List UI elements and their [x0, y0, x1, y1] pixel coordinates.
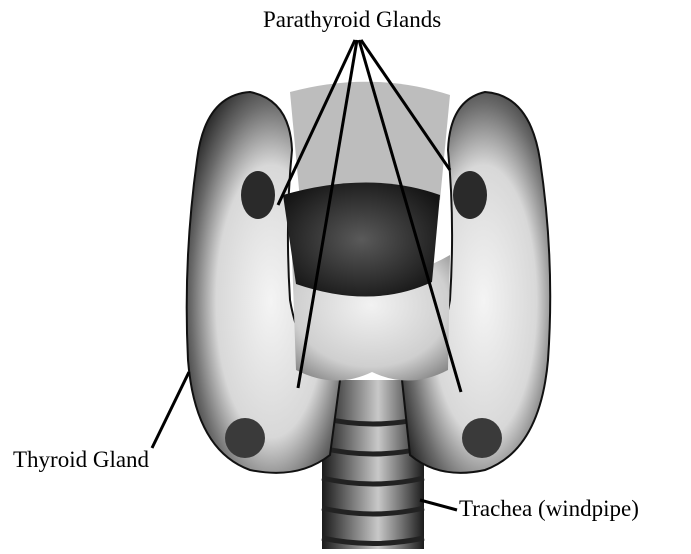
parathyroid-glands-label: Parathyroid Glands	[263, 8, 441, 31]
pointer-thyroid	[152, 372, 189, 448]
parathyroid-gland-upper-left	[241, 171, 275, 219]
pointer-trachea	[420, 500, 457, 510]
parathyroid-gland-lower-right	[462, 418, 502, 458]
parathyroid-gland-lower-left	[225, 418, 265, 458]
trachea-label: Trachea (windpipe)	[459, 497, 639, 520]
parathyroid-gland-upper-right	[453, 171, 487, 219]
thyroid-gland-label: Thyroid Gland	[13, 448, 149, 471]
larynx	[290, 82, 450, 200]
